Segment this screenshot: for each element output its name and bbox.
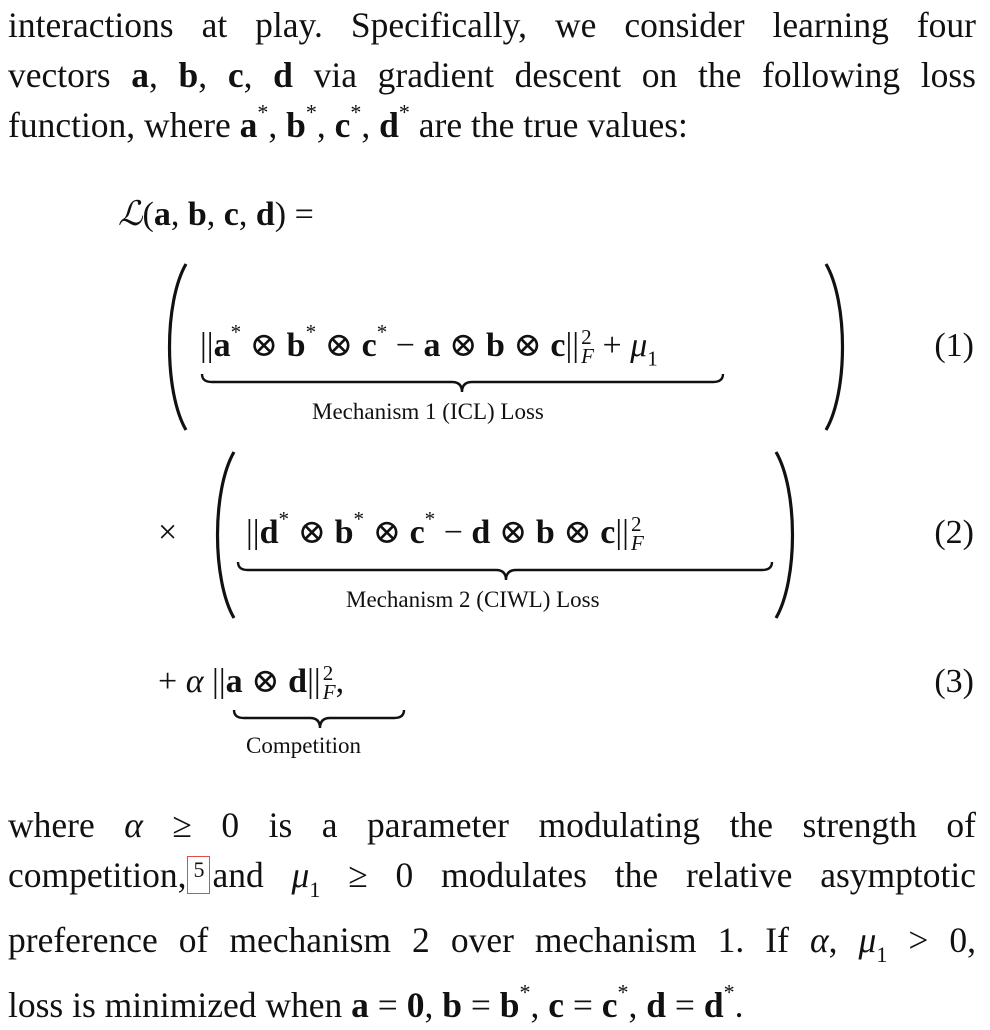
- competition-label: Competition: [246, 733, 361, 758]
- times-operator: ×: [158, 514, 178, 551]
- outro-line-1: where α ≥ 0 is a parameter modulating th…: [8, 805, 976, 845]
- left-paren-1: [167, 263, 188, 431]
- brace-2: [236, 561, 774, 581]
- mechanism-1-label: Mechanism 1 (ICL) Loss: [312, 399, 544, 424]
- mechanism-2-label: Mechanism 2 (CIWL) Loss: [346, 587, 600, 612]
- equation-number-1: (1): [934, 327, 974, 364]
- intro-line-2: vectors a, b, c, d via gradient descent …: [8, 55, 976, 95]
- outro-paragraph: where α ≥ 0 is a parameter modulating th…: [8, 800, 976, 1030]
- equation-number-3: (3): [934, 663, 974, 700]
- equation-number-2: (2): [934, 514, 974, 551]
- intro-paragraph: interactions at play. Specifically, we c…: [8, 0, 976, 150]
- intro-line-1: interactions at play. Specifically, we c…: [8, 5, 976, 45]
- footnote-link[interactable]: 5: [187, 856, 211, 894]
- brace-1: [200, 373, 725, 393]
- right-paren-2: [774, 451, 795, 619]
- outro-line-4: loss is minimized when a = 0, b = b*, c …: [8, 979, 744, 1025]
- brace-3: [232, 709, 406, 729]
- equation-lhs: ℒ(a, b, c, d) =: [118, 196, 314, 233]
- left-paren-2: [215, 451, 236, 619]
- intro-line-3: function, where a*, b*, c*, d* are the t…: [8, 99, 688, 145]
- right-paren-1: [824, 263, 845, 431]
- outro-line-3: preference of mechanism 2 over mechanism…: [8, 919, 977, 967]
